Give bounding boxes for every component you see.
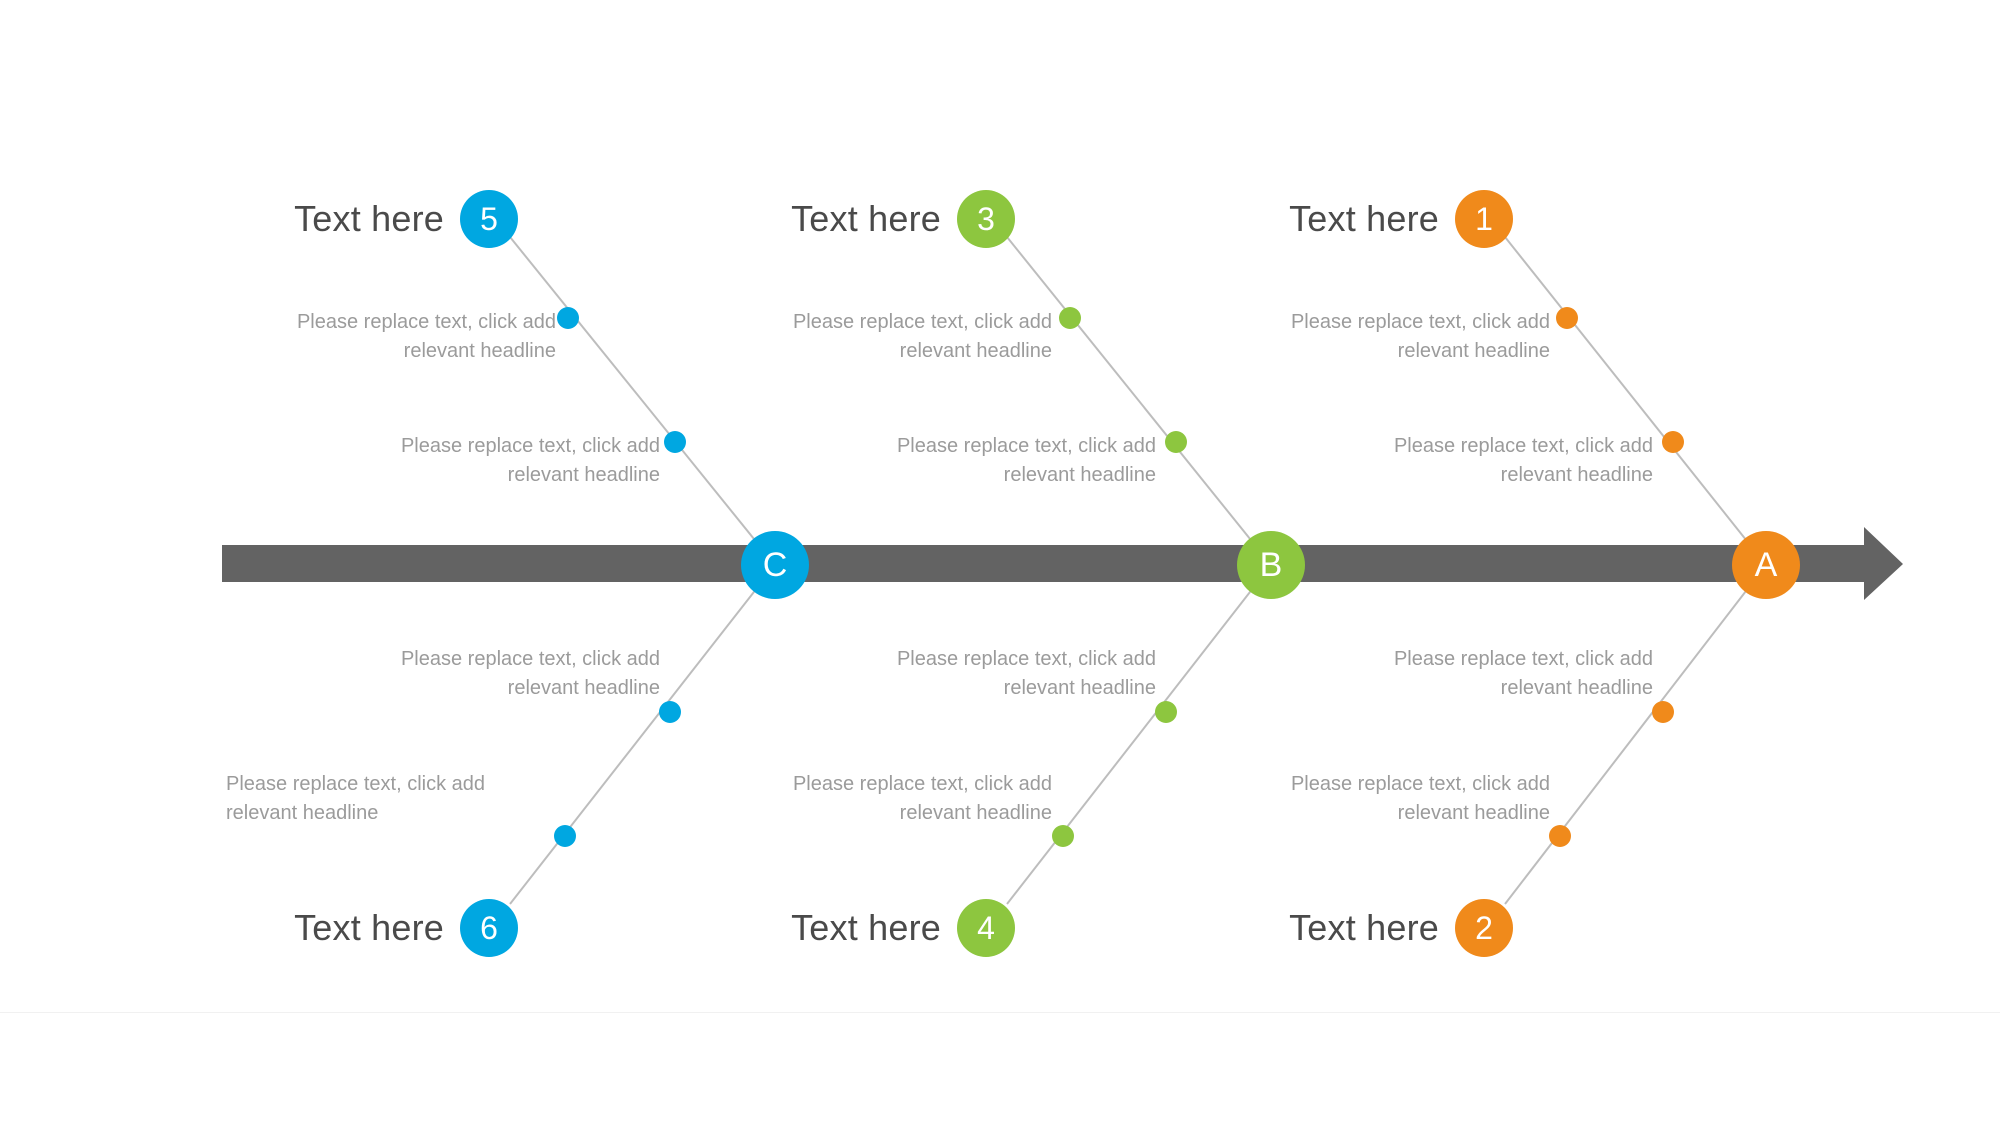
branch-5-item-2-dot[interactable] bbox=[664, 431, 686, 453]
branch-5-item-1-text: Please replace text, click add relevant … bbox=[296, 311, 556, 362]
branch-4-item-2-dot[interactable] bbox=[1052, 825, 1074, 847]
branch-2-item-1-dot[interactable] bbox=[1652, 701, 1674, 723]
branch-head-3[interactable]: Text here 3 bbox=[732, 190, 1015, 248]
branch-line-5 bbox=[509, 236, 776, 566]
slide-footer: dwslide | 用PPT创造价值 微信订阅：大文懂个P bbox=[0, 1012, 2000, 1125]
branch-1-item-1-dot[interactable] bbox=[1556, 307, 1578, 329]
branch-line-3 bbox=[1006, 236, 1272, 566]
branch-line-6 bbox=[509, 564, 776, 905]
branch-6-item-2-text: Please replace text, click add relevant … bbox=[226, 773, 486, 824]
branch-line-1 bbox=[1504, 236, 1767, 566]
branch-line-2 bbox=[1504, 564, 1767, 905]
branch-line-4 bbox=[1006, 564, 1272, 905]
branch-title: Text here bbox=[791, 907, 941, 948]
branch-6-item-1-dot[interactable] bbox=[659, 701, 681, 723]
branch-number: 5 bbox=[480, 201, 498, 237]
branch-3-item-1-text: Please replace text, click add relevant … bbox=[792, 311, 1052, 362]
branch-head-1[interactable]: Text here 1 bbox=[1230, 190, 1513, 248]
branch-title: Text here bbox=[1289, 198, 1439, 239]
spine-node-c[interactable]: C bbox=[741, 531, 809, 599]
branch-6-item-1-text: Please replace text, click add relevant … bbox=[400, 648, 660, 699]
branch-6-item-2-dot[interactable] bbox=[554, 825, 576, 847]
branch-number-badge-4[interactable]: 4 bbox=[957, 899, 1015, 957]
spine-node-letter: A bbox=[1754, 546, 1778, 584]
branch-1-item-2-dot[interactable] bbox=[1662, 431, 1684, 453]
branch-number-badge-6[interactable]: 6 bbox=[460, 899, 518, 957]
branch-number: 6 bbox=[480, 910, 498, 946]
branch-number: 2 bbox=[1475, 910, 1493, 946]
branch-title: Text here bbox=[294, 198, 444, 239]
branch-4-item-1-dot[interactable] bbox=[1155, 701, 1177, 723]
branch-number-badge-1[interactable]: 1 bbox=[1455, 190, 1513, 248]
branch-1-item-2-text: Please replace text, click add relevant … bbox=[1393, 435, 1653, 486]
branch-dots-group bbox=[554, 307, 1684, 847]
branch-number-badge-5[interactable]: 5 bbox=[460, 190, 518, 248]
branch-head-5[interactable]: Text here 5 bbox=[235, 190, 518, 248]
branch-head-2[interactable]: Text here 2 bbox=[1230, 899, 1513, 957]
branch-5-item-2-text: Please replace text, click add relevant … bbox=[400, 435, 660, 486]
branch-title: Text here bbox=[791, 198, 941, 239]
branch-3-item-2-dot[interactable] bbox=[1165, 431, 1187, 453]
branch-head-6[interactable]: Text here 6 bbox=[235, 899, 518, 957]
spine-node-a[interactable]: A bbox=[1732, 531, 1800, 599]
branch-title: Text here bbox=[294, 907, 444, 948]
branch-2-item-2-text: Please replace text, click add relevant … bbox=[1290, 773, 1550, 824]
branch-number: 3 bbox=[977, 201, 995, 237]
branch-2-item-1-text: Please replace text, click add relevant … bbox=[1393, 648, 1653, 699]
branch-number-badge-2[interactable]: 2 bbox=[1455, 899, 1513, 957]
branch-3-item-1-dot[interactable] bbox=[1059, 307, 1081, 329]
branch-4-item-2-text: Please replace text, click add relevant … bbox=[792, 773, 1052, 824]
branch-3-item-2-text: Please replace text, click add relevant … bbox=[896, 435, 1156, 486]
spine-node-b[interactable]: B bbox=[1237, 531, 1305, 599]
spine-node-letter: B bbox=[1259, 546, 1283, 584]
branch-lines-group bbox=[509, 236, 1767, 905]
main-spine-arrow bbox=[222, 527, 1903, 600]
branch-number-badge-3[interactable]: 3 bbox=[957, 190, 1015, 248]
branch-5-item-1-dot[interactable] bbox=[557, 307, 579, 329]
branch-4-item-1-text: Please replace text, click add relevant … bbox=[896, 648, 1156, 699]
branch-number: 4 bbox=[977, 910, 995, 946]
branch-2-item-2-dot[interactable] bbox=[1549, 825, 1571, 847]
branch-title: Text here bbox=[1289, 907, 1439, 948]
branch-1-item-1-text: Please replace text, click add relevant … bbox=[1290, 311, 1550, 362]
spine-node-letter: C bbox=[762, 546, 788, 584]
branch-head-4[interactable]: Text here 4 bbox=[732, 899, 1015, 957]
branch-number: 1 bbox=[1475, 201, 1493, 237]
